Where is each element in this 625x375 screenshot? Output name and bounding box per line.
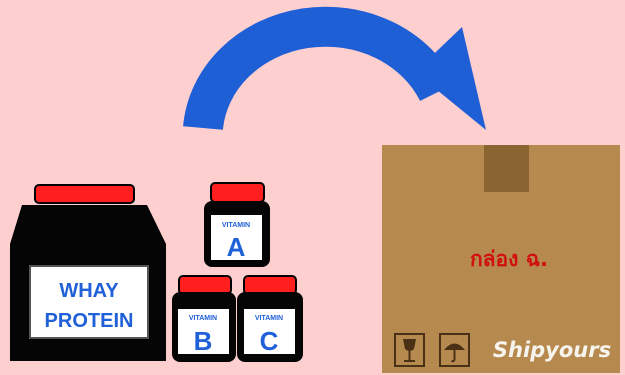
vitamin-b-letter: B [194,326,213,356]
protein-label-line2: PROTEIN [45,310,134,332]
curved-arrow-icon [203,27,486,130]
vitamin-c-letter: C [260,326,279,356]
vitamin-c-label-text: VITAMIN [255,315,283,322]
vitamin-a-letter: A [227,232,246,262]
vitamin-c-cap [244,276,296,294]
protein-label-line1: WHAY [59,280,119,302]
vitamin-b-cap [179,276,231,294]
vitamin-bottle-b: VITAMIN B [172,276,236,362]
vitamin-b-label-text: VITAMIN [189,315,217,322]
box-tape [484,145,529,192]
shipyours-watermark: Shipyours [493,338,611,362]
box-label: กล่อง ฉ. [470,247,548,271]
protein-jar-lid [35,185,134,203]
vitamin-bottle-c: VITAMIN C [237,276,303,362]
protein-jar: WHAY PROTEIN [10,185,166,361]
vitamin-bottle-a: VITAMIN A [204,183,270,267]
cardboard-box: กล่อง ฉ. Shipyours [382,145,620,373]
vitamin-a-label-text: VITAMIN [222,222,250,229]
vitamin-a-cap [211,183,264,202]
